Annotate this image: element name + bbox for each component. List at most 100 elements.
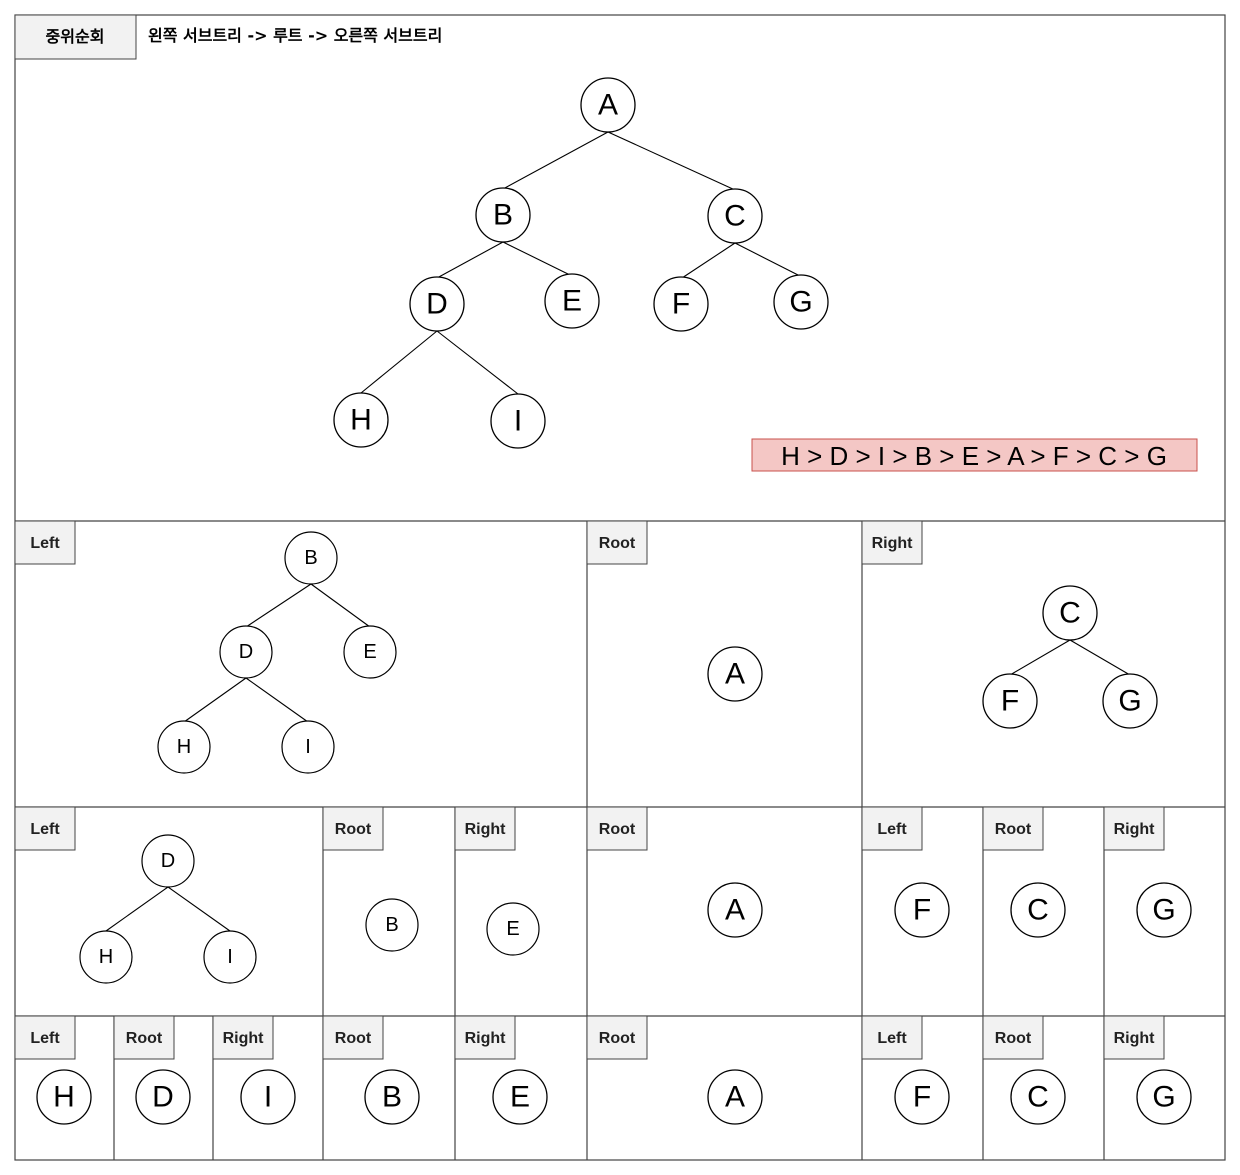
tree-node-a: A — [707, 1069, 763, 1125]
node-circle — [135, 1069, 191, 1125]
tree-node-i: I — [281, 720, 335, 774]
panel-tag — [982, 1015, 1044, 1060]
panel-tag-label: Right — [1114, 1030, 1156, 1047]
row3-root-d-panel: Root D — [113, 1015, 191, 1125]
tree-edge — [245, 677, 309, 723]
tree-edge — [360, 330, 438, 394]
node-circle — [141, 834, 195, 888]
node-label: I — [514, 405, 522, 438]
panel-tag — [982, 806, 1044, 851]
row3-right-g-panel: Right G — [1103, 1015, 1192, 1125]
tree-node-i: I — [203, 930, 257, 984]
node-label: E — [363, 641, 376, 663]
panel-tag — [14, 520, 76, 565]
header-tab — [14, 14, 137, 60]
row2-left-f-panel: Left F — [861, 806, 950, 938]
tree-node-c: C — [707, 188, 763, 244]
node-label: D — [239, 641, 253, 663]
tree-edge — [436, 330, 519, 395]
tree-node-c: C — [1042, 585, 1098, 641]
node-circle — [707, 188, 763, 244]
tree-node-h: H — [36, 1069, 92, 1125]
header-tab-label: 중위순회 — [46, 27, 105, 46]
row1-right-panel: Right C F G — [861, 520, 1158, 729]
panel-tag-label: Right — [465, 821, 507, 838]
tree-node-d: D — [141, 834, 195, 888]
panel-tag-label: Right — [223, 1030, 265, 1047]
panel-tag — [586, 806, 648, 851]
panel-tag — [1103, 806, 1165, 851]
tree-node-f: F — [894, 882, 950, 938]
row3-right-i-panel: Right I — [212, 1015, 296, 1125]
row2-right-e-panel: Right E — [454, 806, 540, 956]
tree-node-a: A — [580, 77, 636, 133]
row3-root-b-panel: Root B — [322, 1015, 420, 1125]
panel-tag — [586, 520, 648, 565]
node-circle — [281, 720, 335, 774]
row3-root-a-panel: Root A — [586, 1015, 763, 1125]
node-label: F — [913, 894, 931, 927]
node-circle — [79, 930, 133, 984]
tree-node-c: C — [1010, 1069, 1066, 1125]
tree-edge — [502, 131, 609, 190]
panel-tag — [454, 1015, 516, 1060]
node-circle — [707, 882, 763, 938]
subtree-edges — [183, 583, 371, 723]
main-tree-nodes: A B C D E F G H — [333, 77, 829, 449]
node-circle — [1136, 882, 1192, 938]
node-label: E — [562, 285, 582, 318]
subtree-edges — [1009, 639, 1131, 676]
tree-node-e: E — [544, 273, 600, 329]
node-circle — [1010, 882, 1066, 938]
node-circle — [203, 930, 257, 984]
node-circle — [894, 882, 950, 938]
panel-grid — [14, 14, 1226, 1161]
node-label: C — [1027, 894, 1049, 927]
result-text: H > D > I > B > E > A > F > C > G — [781, 441, 1167, 471]
node-label: B — [493, 199, 513, 232]
tree-node-b: B — [365, 898, 419, 952]
tree-node-e: E — [486, 902, 540, 956]
subtree-edges — [105, 886, 231, 932]
node-circle — [333, 392, 389, 448]
panel-tag-label: Root — [995, 821, 1032, 838]
row3-left-f-panel: Left F — [861, 1015, 950, 1125]
tree-edge — [681, 242, 736, 279]
row1-root-panel: Root A — [586, 520, 763, 702]
tree-node-c: C — [1010, 882, 1066, 938]
panel-tag-label: Root — [599, 821, 636, 838]
node-label: I — [264, 1081, 272, 1114]
row3-root-c-panel: Root C — [982, 1015, 1066, 1125]
node-circle — [364, 1069, 420, 1125]
node-circle — [707, 1069, 763, 1125]
panel-tag-label: Right — [465, 1030, 507, 1047]
panel-tag — [322, 1015, 384, 1060]
node-circle — [773, 274, 829, 330]
panel-tag — [861, 520, 923, 565]
node-label: H — [53, 1081, 75, 1114]
panel-tag-label: Left — [30, 821, 60, 838]
node-circle — [284, 531, 338, 585]
node-label: C — [724, 200, 746, 233]
node-circle — [1042, 585, 1098, 641]
node-circle — [409, 276, 465, 332]
tree-node-g: G — [1136, 1069, 1192, 1125]
node-label: D — [161, 850, 175, 872]
node-circle — [365, 898, 419, 952]
tree-node-a: A — [707, 882, 763, 938]
panel-tag-label: Right — [1114, 821, 1156, 838]
panel-tag-label: Left — [877, 821, 907, 838]
node-circle — [343, 625, 397, 679]
panel-tag-label: Left — [30, 1030, 60, 1047]
panel-tag-label: Root — [335, 821, 372, 838]
tree-node-h: H — [157, 720, 211, 774]
node-circle — [544, 273, 600, 329]
node-circle — [475, 187, 531, 243]
row3-left-h-panel: Left H — [14, 1015, 92, 1125]
panel-tag-label: Left — [30, 535, 60, 552]
tree-edge — [734, 242, 801, 277]
tree-edge — [245, 583, 312, 628]
node-label: F — [1001, 685, 1019, 718]
node-circle — [492, 1069, 548, 1125]
